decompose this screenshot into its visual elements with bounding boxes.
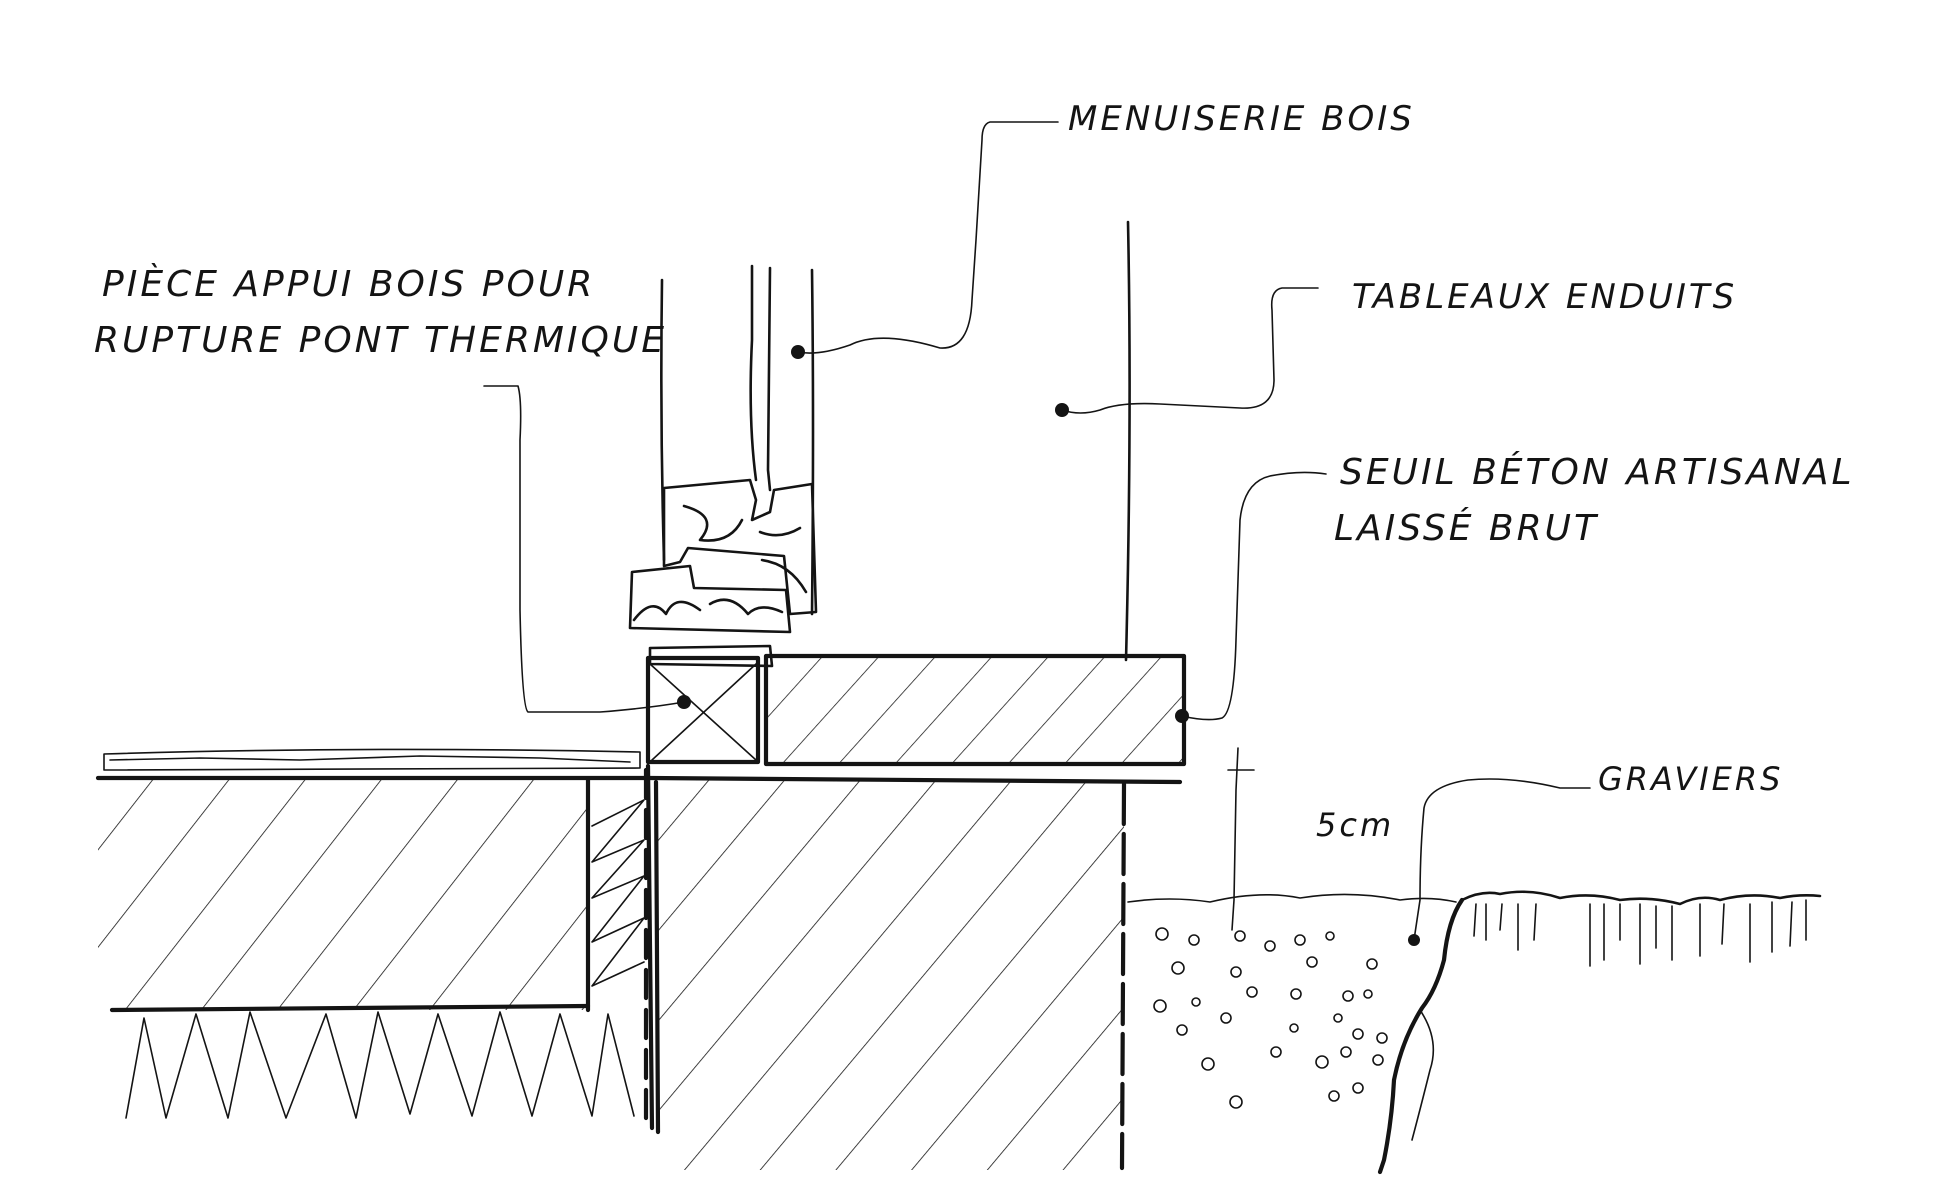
floor-insulation: [125, 1011, 635, 1119]
leader-lines: [483, 121, 1591, 941]
label-seuil-line1: SEUIL BÉTON ARTISANAL: [1340, 451, 1855, 493]
thermal-break-piece: [645, 655, 761, 765]
label-seuil-line2: LAISSÉ BRUT: [1334, 507, 1599, 549]
label-dimension-5cm: 5cm: [1316, 806, 1394, 844]
natural-ground: [1377, 890, 1822, 1175]
foundation-wall: [647, 775, 1183, 1171]
label-menuiserie-bois: MENUISERIE BOIS: [1068, 99, 1415, 139]
window-frame: [660, 220, 1131, 662]
label-tableaux-enduits: TABLEAUX ENDUITS: [1352, 277, 1737, 317]
concrete-sill: [763, 653, 1187, 767]
label-graviers: GRAVIERS: [1598, 760, 1783, 798]
gravel-bed: [1127, 893, 1457, 1109]
interior-floor: [95, 748, 649, 1013]
label-piece-appui-line2: RUPTURE PONT THERMIQUE: [94, 320, 667, 361]
wall-insulation-strip: [585, 763, 655, 1133]
label-piece-appui-line1: PIÈCE APPUI BOIS POUR: [102, 263, 595, 305]
window-wood-profile: [628, 478, 818, 668]
